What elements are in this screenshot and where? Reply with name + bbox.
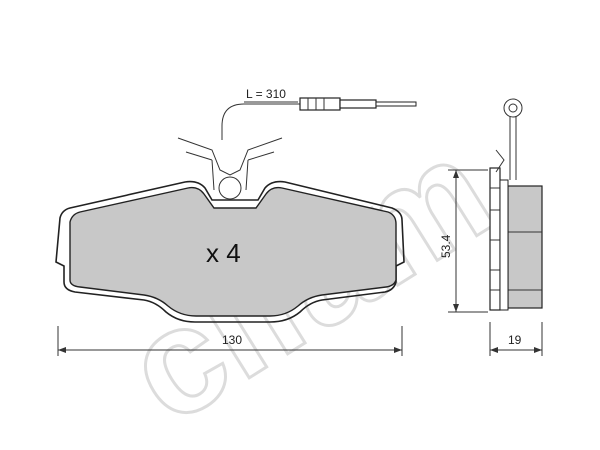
sensor-mount-ring	[218, 176, 242, 200]
friction-material	[69, 186, 397, 317]
side-sensor-ring	[503, 98, 523, 118]
sensor-clip	[177, 137, 283, 191]
backing-plate	[55, 180, 405, 323]
quantity-label: x 4	[206, 238, 241, 268]
brake-pad-front-view: L = 310 x 4	[55, 87, 417, 323]
sensor-plug-tip	[339, 99, 377, 109]
sensor-plug-body	[299, 97, 341, 111]
thickness-dimension: 19	[489, 322, 543, 356]
thickness-dim-label: 19	[508, 333, 522, 347]
wire-length-label: L = 310	[246, 87, 286, 101]
height-dim-label: 53.4	[439, 234, 453, 258]
side-friction-block	[507, 185, 543, 309]
brake-pad-side-view	[489, 98, 543, 311]
side-backing-plate	[489, 167, 501, 311]
sensor-wire	[221, 103, 300, 140]
height-dimension: 53.4	[439, 169, 488, 313]
width-dim-label: 130	[222, 333, 242, 347]
width-dimension: 130	[57, 326, 403, 356]
